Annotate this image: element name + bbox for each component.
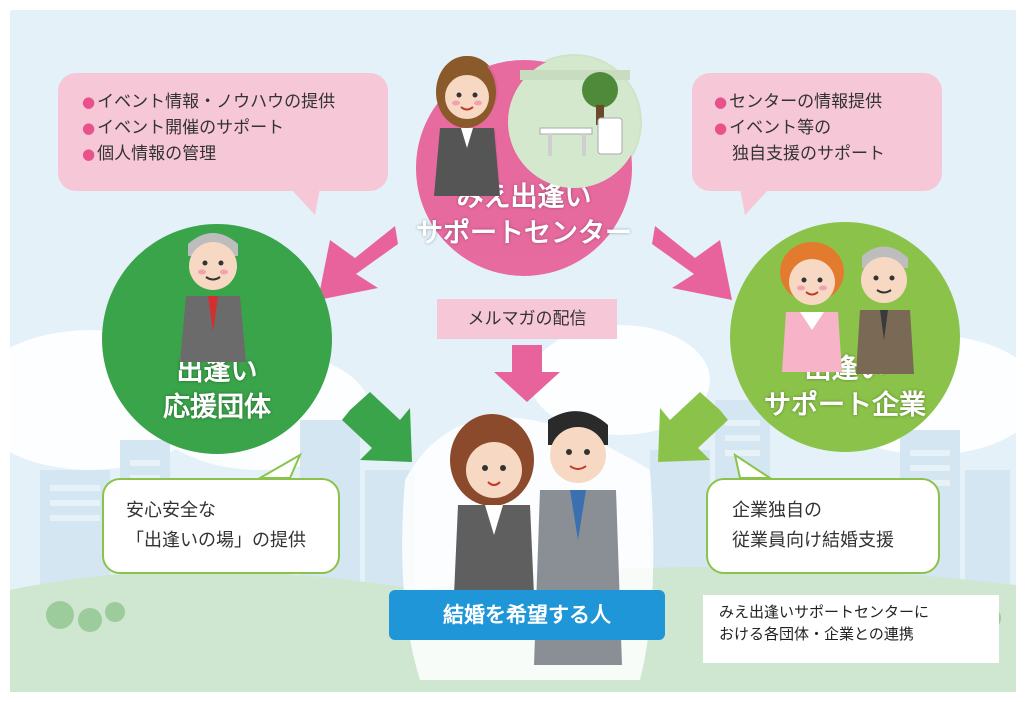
bullet-dot-icon: ● bbox=[82, 93, 96, 111]
bubble-company-services: ●センターの情報提供 ●イベント等の 独自支援のサポート bbox=[692, 73, 942, 191]
arrow-mail-to-target bbox=[494, 345, 560, 402]
bullet-dot-icon: ● bbox=[82, 119, 96, 137]
bullet-dot-icon: ● bbox=[82, 145, 96, 163]
center-title: みえ出逢い サポートセンター bbox=[416, 182, 632, 249]
bubble-item: ●イベント情報・ノウハウの提供 bbox=[82, 89, 388, 115]
bullet-dot-icon: ● bbox=[714, 119, 728, 137]
figure-caption: みえ出逢いサポートセンターに おける各団体・企業との連携 bbox=[703, 595, 999, 663]
arrow-right-org-to-target bbox=[658, 392, 728, 462]
bubble-item-continuation: 独自支援のサポート bbox=[732, 144, 885, 164]
bubble-item: ●センターの情報提供 bbox=[714, 89, 942, 115]
bubble-item: ●個人情報の管理 bbox=[82, 141, 388, 167]
target-people-label: 結婚を希望する人 bbox=[389, 590, 665, 640]
bubble-support-org-offer: 安心安全な 「出逢いの場」の提供 bbox=[102, 478, 340, 574]
pink-arrows bbox=[318, 226, 732, 402]
arrow-center-to-right bbox=[652, 226, 732, 300]
bullet-dot-icon: ● bbox=[714, 93, 728, 111]
mail-delivery-label: メルマガの配信 bbox=[437, 299, 617, 339]
arrow-left-org-to-target bbox=[342, 392, 412, 462]
bubble-center-services: ●イベント情報・ノウハウの提供 ●イベント開催のサポート ●個人情報の管理 bbox=[58, 73, 388, 191]
bubble-item: ●イベント開催のサポート bbox=[82, 115, 388, 141]
bubble-company-offer: 企業独自の 従業員向け結婚支援 bbox=[706, 478, 940, 574]
bubble-item: ●イベント等の bbox=[714, 115, 942, 141]
arrow-center-to-left bbox=[318, 226, 398, 300]
green-arrows bbox=[342, 392, 728, 462]
